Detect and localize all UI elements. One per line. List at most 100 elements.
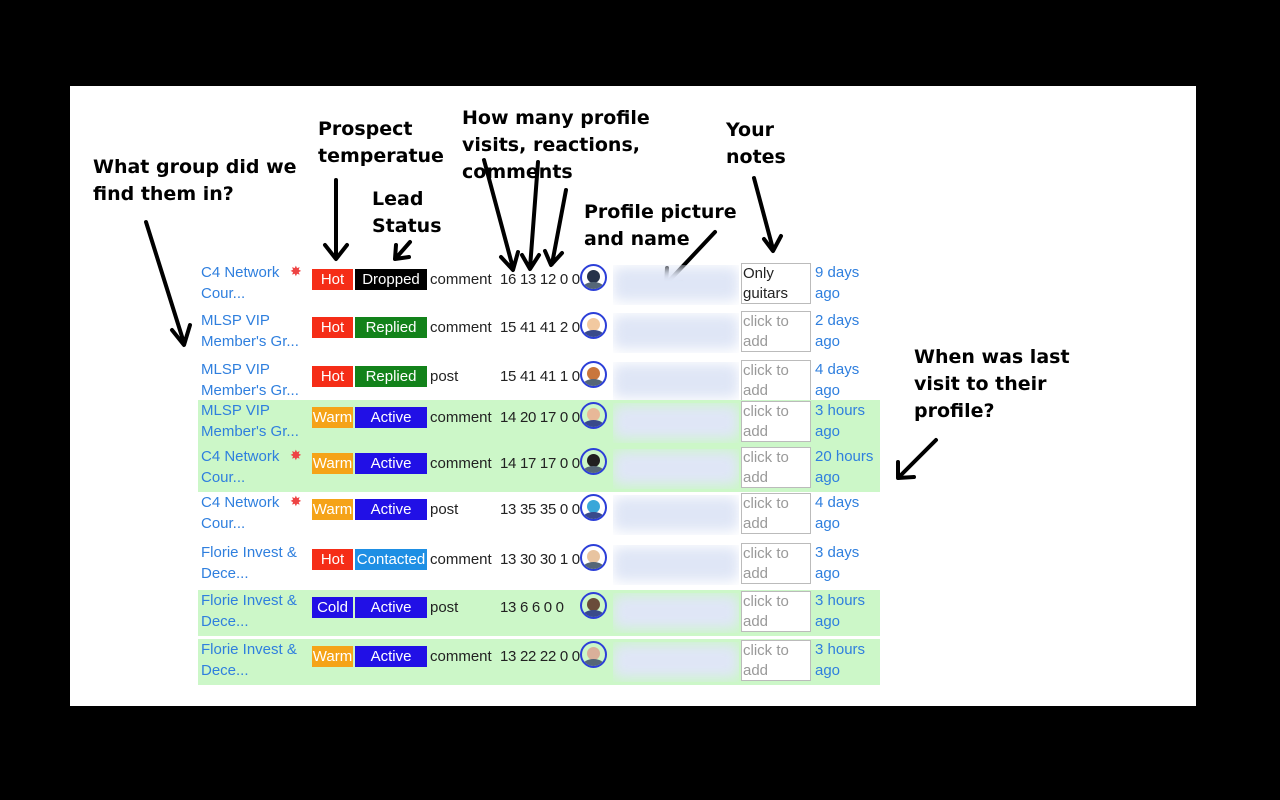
temperature-badge[interactable]: Hot — [312, 317, 353, 338]
profile-name[interactable] — [613, 265, 739, 305]
notes-field[interactable]: click to add — [741, 311, 811, 352]
group-name-cont: Dece... — [201, 613, 249, 630]
last-visit-suffix: ago — [815, 613, 841, 630]
group-name: C4 Network — [201, 448, 280, 465]
last-visit-time: 3 hours ago — [815, 400, 877, 442]
avatar-icon[interactable] — [580, 448, 607, 475]
lead-status-badge[interactable]: Contacted — [355, 549, 427, 570]
group-name: MLSP VIP — [201, 402, 270, 419]
notes-field[interactable]: Only guitars — [741, 263, 811, 304]
last-visit-value: 4 days — [815, 361, 860, 378]
profile-name[interactable] — [613, 449, 739, 489]
group-name: Florie Invest & — [201, 592, 297, 609]
avatar-icon[interactable] — [580, 544, 607, 571]
avatar-body — [583, 659, 604, 666]
notes-field[interactable]: click to add — [741, 640, 811, 681]
group-link[interactable]: Florie Invest & Dece... — [201, 590, 309, 632]
engagement-type: comment — [430, 648, 492, 665]
engagement-counts: 13 30 30 1 0 — [500, 551, 580, 568]
group-name-cont: Member's Gr... — [201, 333, 299, 350]
temperature-badge[interactable]: Hot — [312, 366, 353, 387]
engagement-type: post — [430, 368, 459, 385]
avatar-icon[interactable] — [580, 361, 607, 388]
temperature-badge[interactable]: Cold — [312, 597, 353, 618]
profile-name[interactable] — [613, 495, 739, 535]
last-visit-value: 3 hours — [815, 402, 866, 419]
group-name-cont: Cour... — [201, 515, 246, 532]
notes-field[interactable]: click to add — [741, 591, 811, 632]
last-visit-suffix: ago — [815, 285, 841, 302]
group-name: C4 Network — [201, 494, 280, 511]
engagement-type: comment — [430, 455, 492, 472]
group-link[interactable]: Florie Invest &Dece... — [201, 542, 309, 584]
lead-status-badge[interactable]: Active — [355, 499, 427, 520]
lead-status-badge[interactable]: Dropped — [355, 269, 427, 290]
lead-status-badge[interactable]: Active — [355, 407, 427, 428]
lead-status-badge[interactable]: Replied — [355, 366, 427, 387]
group-name-cont: Cour... — [201, 285, 246, 302]
profile-name[interactable] — [613, 362, 739, 402]
profile-name[interactable] — [613, 403, 739, 443]
notes-field[interactable]: click to add — [741, 543, 811, 584]
avatar-body — [583, 562, 604, 569]
annotation-counts: How many profile visits, reactions, comm… — [462, 107, 650, 183]
blurred-name — [613, 497, 739, 531]
notes-field[interactable]: click to add — [741, 360, 811, 401]
avatar-body — [583, 379, 604, 386]
engagement-type: post — [430, 501, 459, 518]
group-name: Florie Invest & — [201, 544, 297, 561]
engagement-type: comment — [430, 551, 492, 568]
lead-status-badge[interactable]: Replied — [355, 317, 427, 338]
notes-field[interactable]: click to add — [741, 493, 811, 534]
temperature-badge[interactable]: Warm — [312, 407, 353, 428]
group-name-cont: Member's Gr... — [201, 382, 299, 399]
engagement-counts: 13 35 35 0 0 — [500, 501, 580, 518]
profile-name[interactable] — [613, 545, 739, 585]
group-name-cont: Dece... — [201, 662, 249, 679]
avatar-icon[interactable] — [580, 312, 607, 339]
engagement-counts: 16 13 12 0 0 — [500, 271, 580, 288]
avatar-icon[interactable] — [580, 264, 607, 291]
last-visit-suffix: ago — [815, 515, 841, 532]
lead-status-badge[interactable]: Active — [355, 597, 427, 618]
lead-status-badge[interactable]: Active — [355, 453, 427, 474]
avatar-icon[interactable] — [580, 641, 607, 668]
temperature-badge[interactable]: Warm — [312, 499, 353, 520]
profile-name[interactable] — [613, 313, 739, 353]
engagement-type: comment — [430, 409, 492, 426]
temperature-badge[interactable]: Warm — [312, 453, 353, 474]
engagement-counts: 15 41 41 1 0 — [500, 368, 580, 385]
temperature-badge[interactable]: Warm — [312, 646, 353, 667]
notes-field[interactable]: click to add — [741, 447, 811, 488]
avatar-icon[interactable] — [580, 592, 607, 619]
last-visit-suffix: ago — [815, 423, 841, 440]
avatar-face — [587, 647, 600, 660]
engagement-counts: 14 20 17 0 0 — [500, 409, 580, 426]
group-link[interactable]: Florie Invest &Dece... — [201, 639, 309, 681]
blurred-name — [613, 267, 739, 301]
avatar-face — [587, 318, 600, 331]
temperature-badge[interactable]: Hot — [312, 269, 353, 290]
notes-field[interactable]: click to add — [741, 401, 811, 442]
profile-name[interactable] — [613, 642, 739, 682]
avatar-icon[interactable] — [580, 402, 607, 429]
temperature-badge[interactable]: Hot — [312, 549, 353, 570]
last-visit-value: 20 hours — [815, 448, 874, 465]
last-visit-suffix: ago — [815, 565, 841, 582]
blurred-name — [613, 315, 739, 349]
avatar-icon[interactable] — [580, 494, 607, 521]
lead-status-badge[interactable]: Active — [355, 646, 427, 667]
profile-name[interactable] — [613, 593, 739, 633]
